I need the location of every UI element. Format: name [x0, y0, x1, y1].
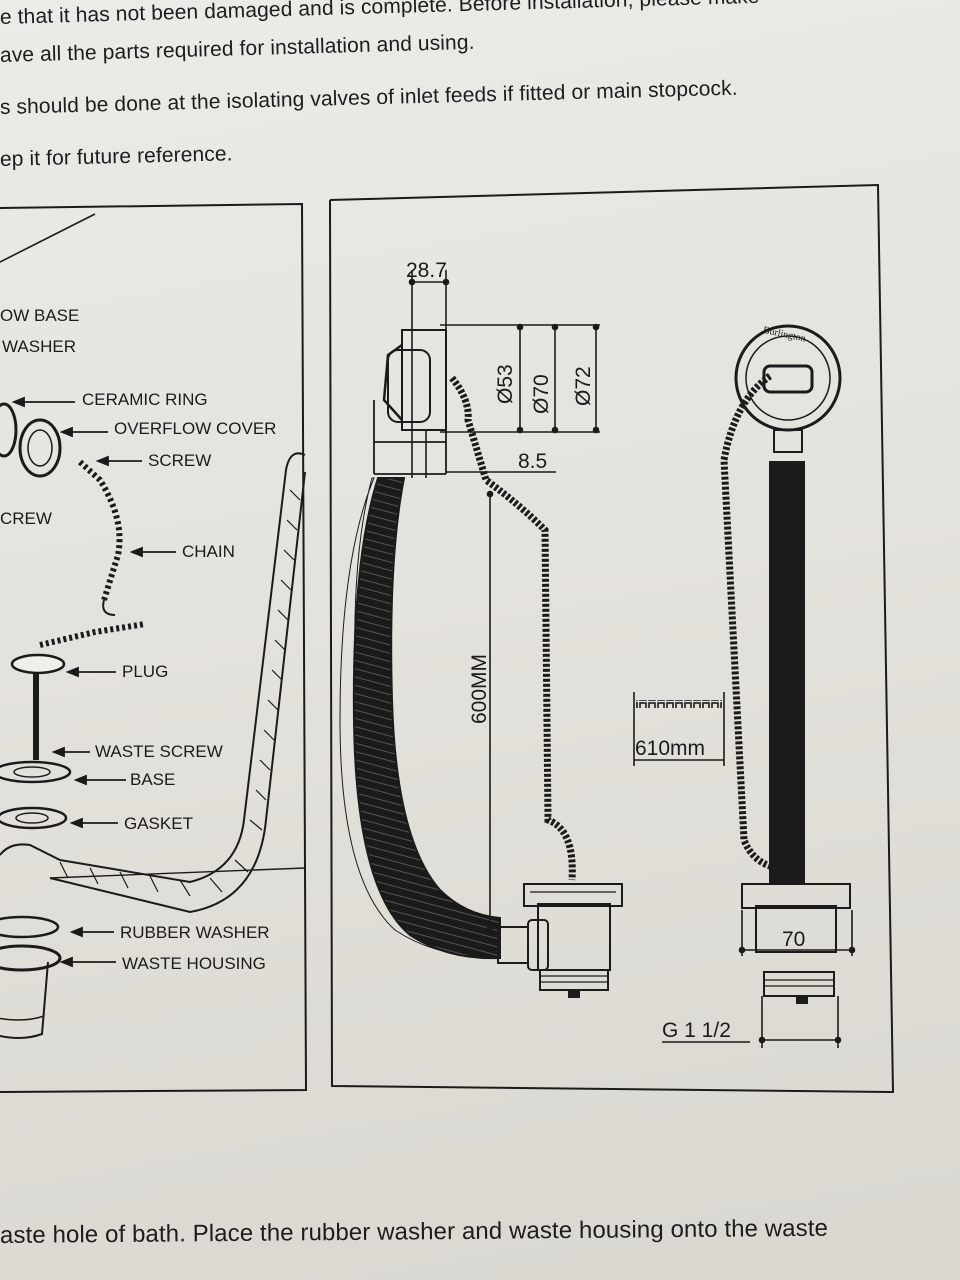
label-waste-housing: WASTE HOUSING — [122, 954, 266, 973]
label-ceramic-ring: CERAMIC RING — [82, 390, 208, 409]
ceramic-ring-shape — [0, 402, 18, 458]
dim-diameter-53: Ø53 — [494, 364, 517, 404]
front-view-assembly: Burlington 70 G 1 1/2 — [662, 324, 856, 1048]
label-waste-screw: WASTE SCREW — [95, 742, 223, 761]
label-chain: CHAIN — [182, 542, 235, 561]
label-crew: CREW — [0, 509, 52, 528]
dim-g-1-1-2: G 1 1/2 — [662, 1019, 731, 1042]
dim-610mm: 610mm — [635, 737, 705, 760]
chain-length-indicator: 610mm — [633, 692, 725, 766]
label-rubber-washer: RUBBER WASHER — [120, 923, 270, 942]
label-overflow-base: OW BASE — [0, 306, 79, 325]
label-plug: PLUG — [122, 662, 168, 681]
label-base: BASE — [130, 770, 175, 789]
label-overflow-cover: OVERFLOW COVER — [114, 419, 276, 438]
label-screw: SCREW — [148, 451, 211, 470]
dim-28-7: 28.7 — [406, 259, 447, 282]
plug-shape — [10, 653, 66, 675]
side-view-assembly: 28.7 Ø53 Ø70 Ø72 8.5 600MM — [339, 259, 623, 998]
dim-70: 70 — [782, 928, 805, 951]
dim-600mm: 600MM — [468, 654, 491, 724]
dim-diameter-70: Ø70 — [530, 374, 553, 414]
exploded-view-panel: OW BASE WASHER CERAMIC RING OVERFLOW COV… — [0, 202, 308, 1093]
overflow-cover-shape — [18, 418, 62, 478]
label-washer: WASHER — [2, 337, 76, 356]
dim-diameter-72: Ø72 — [572, 366, 595, 406]
label-gasket: GASKET — [124, 814, 193, 833]
dimension-drawing-panel: 28.7 Ø53 Ø70 Ø72 8.5 600MM 610mm Burling… — [329, 183, 895, 1094]
dim-8-5: 8.5 — [518, 450, 547, 473]
